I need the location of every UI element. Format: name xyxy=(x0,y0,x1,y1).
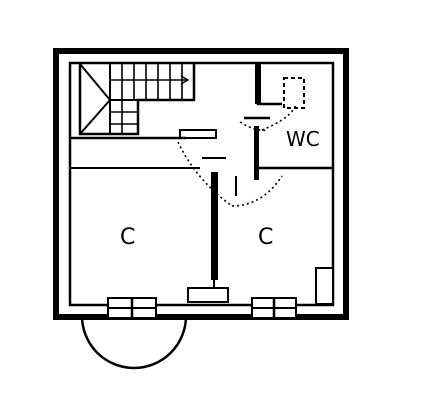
wc-wall-fill xyxy=(255,64,261,104)
outer-wall xyxy=(53,48,349,320)
wc-wall xyxy=(256,64,282,106)
stair-landing-line xyxy=(79,99,111,135)
toilet-icon xyxy=(283,77,305,109)
central-partition xyxy=(70,157,237,292)
corridor-walls xyxy=(70,116,270,140)
door-swing-arc xyxy=(177,141,233,207)
door-swing-arc xyxy=(231,175,283,207)
stair-outline xyxy=(78,64,196,136)
stair-treads xyxy=(110,64,183,134)
outer-walls xyxy=(53,48,349,320)
room-label-right: C xyxy=(258,225,273,250)
chimney-block xyxy=(315,267,334,305)
stair-arrow-icon xyxy=(180,75,190,85)
inner-wall-outline xyxy=(68,61,335,307)
central-pier xyxy=(187,287,229,303)
wc-partition-fill xyxy=(254,126,259,180)
door-swing-arc xyxy=(239,121,269,132)
entrance xyxy=(80,314,188,370)
hall-wall-stub xyxy=(179,129,217,139)
stair-landing-line xyxy=(79,63,111,101)
staircase xyxy=(78,63,196,136)
room-label-wc: WC xyxy=(286,127,320,151)
door-swings xyxy=(177,103,297,207)
entrance-door-swing xyxy=(80,315,188,370)
central-wall xyxy=(211,172,218,280)
door-swing-arc xyxy=(261,103,297,131)
bottom-openings xyxy=(107,267,334,319)
wc-enclosure: WC xyxy=(254,64,334,180)
room-label-left: C xyxy=(120,225,135,250)
